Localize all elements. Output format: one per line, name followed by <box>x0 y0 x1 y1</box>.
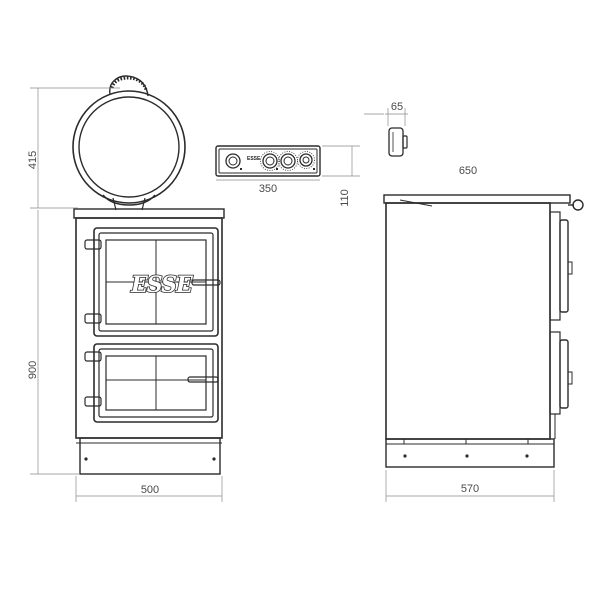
brand-logo: ESSE <box>130 272 194 298</box>
side-body <box>385 202 551 440</box>
dim-415: 415 <box>27 151 39 169</box>
knob-side-view <box>388 127 408 157</box>
dimension-lines <box>30 87 555 502</box>
panel-logo: ESSE <box>247 156 261 162</box>
dim-65: 65 <box>391 101 403 113</box>
knob <box>278 151 298 171</box>
side-view <box>383 194 584 468</box>
side-plinth <box>385 438 555 468</box>
dim-500: 500 <box>141 484 159 496</box>
dim-110: 110 <box>339 189 351 207</box>
front-view: ESSE <box>72 75 225 475</box>
knob <box>225 153 241 169</box>
lower-oven-door <box>84 343 219 423</box>
dim-900: 900 <box>27 361 39 379</box>
knob <box>297 151 315 169</box>
dim-570: 570 <box>461 483 479 495</box>
hotplate-lid <box>72 75 186 211</box>
control-panel: ESSE <box>215 145 321 177</box>
front-top-plate <box>73 208 225 219</box>
upper-oven-door <box>84 227 221 337</box>
knob <box>260 151 280 171</box>
plinth-screw <box>212 457 216 461</box>
front-plinth <box>79 437 221 475</box>
plinth-screw <box>84 457 88 461</box>
dim-350: 350 <box>259 183 277 195</box>
front-body <box>75 217 223 439</box>
dim-650: 650 <box>459 165 477 177</box>
